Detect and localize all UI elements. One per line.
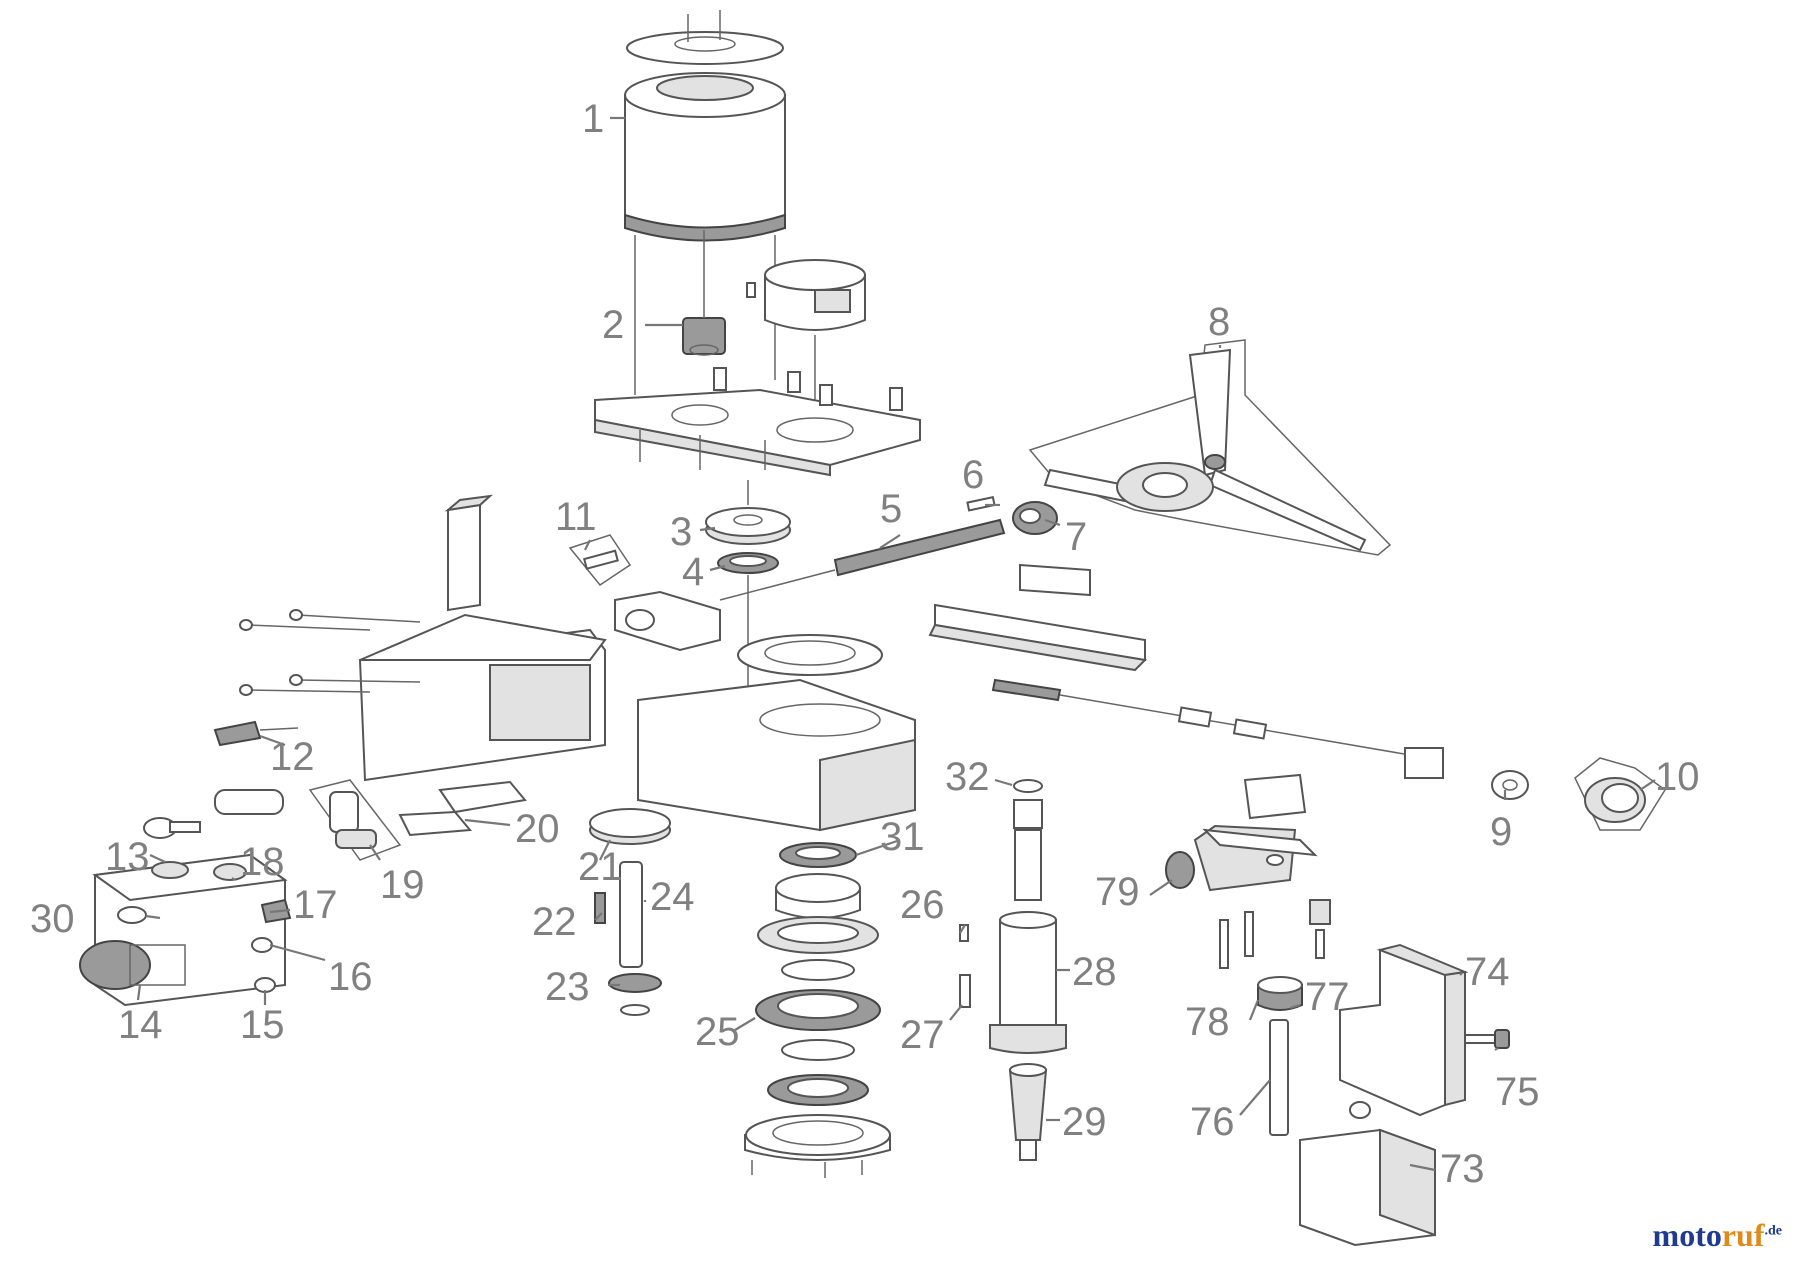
- shaft-5: [719, 518, 1006, 601]
- collar-78: [1257, 976, 1303, 1011]
- callout-74: 74: [1465, 950, 1510, 994]
- watermark-part-3: .de: [1764, 1223, 1783, 1239]
- gear-23: [608, 973, 662, 1016]
- callout-8: 8: [1208, 300, 1230, 344]
- callout-11: 11: [555, 495, 597, 539]
- callout-25: 25: [695, 1010, 740, 1054]
- callout-14: 14: [118, 1003, 163, 1047]
- callout-77: 77: [1305, 975, 1350, 1019]
- watermark-part-1: moto: [1652, 1217, 1722, 1253]
- callout-7: 7: [1065, 515, 1087, 559]
- callout-16: 16: [328, 955, 373, 999]
- callout-1: 1: [582, 97, 604, 141]
- callout-10: 10: [1655, 755, 1700, 799]
- control-box: [79, 853, 292, 1007]
- shaft-76: [1269, 1019, 1289, 1136]
- callout-31: 31: [880, 815, 925, 859]
- callout-32: 32: [945, 755, 990, 799]
- sleeve-24: [619, 861, 643, 968]
- rail-assembly: [928, 603, 1444, 779]
- callout-73: 73: [1440, 1147, 1485, 1191]
- callout-29: 29: [1062, 1100, 1107, 1144]
- callout-labels: 1 2 3 4 5 6 7 8 9 10 11 12 13 14 15 16 1…: [30, 97, 1700, 1191]
- callout-28: 28: [1072, 950, 1117, 994]
- callout-3: 3: [670, 510, 692, 554]
- switch-assembly: [1165, 773, 1331, 969]
- key-6: [966, 495, 996, 512]
- callout-20: 20: [515, 807, 560, 851]
- cam-20: [398, 780, 527, 837]
- callout-13: 13: [105, 835, 150, 879]
- callout-19: 19: [380, 863, 425, 907]
- callout-76: 76: [1190, 1100, 1235, 1144]
- gear-7: [1012, 501, 1058, 535]
- cover-73: [1299, 1128, 1436, 1247]
- column-bar: [444, 494, 494, 612]
- callout-23: 23: [545, 965, 590, 1009]
- callout-21: 21: [578, 845, 623, 889]
- head-housing: [239, 609, 607, 782]
- knob-10: [1574, 757, 1667, 831]
- gear-3: [705, 480, 791, 545]
- small-gear-2: [682, 230, 756, 356]
- pin-22: [594, 892, 606, 924]
- callout-9: 9: [1490, 810, 1512, 854]
- clamp-11: [568, 534, 632, 587]
- leader-lines: [136, 116, 1656, 1172]
- callout-18: 18: [240, 840, 285, 884]
- callout-6: 6: [962, 453, 984, 497]
- callout-27: 27: [900, 1013, 945, 1057]
- gear-21: [589, 808, 671, 845]
- callout-12: 12: [270, 735, 315, 779]
- cylindrical-cap: [764, 259, 866, 460]
- callout-15: 15: [240, 1003, 285, 1047]
- motor-assembly: [624, 10, 786, 395]
- callout-26: 26: [900, 883, 945, 927]
- bearing-4: [717, 552, 779, 720]
- watermark-part-2: ruf: [1721, 1217, 1765, 1253]
- bracket-74: [1339, 943, 1469, 1119]
- spindle-parts: [959, 779, 1067, 1161]
- screw-75: [1464, 1029, 1510, 1049]
- callout-2: 2: [602, 303, 624, 347]
- callout-17: 17: [293, 883, 338, 927]
- star-handle-8: [1028, 339, 1392, 556]
- washer-9: [1491, 770, 1529, 800]
- callout-78: 78: [1185, 1000, 1230, 1044]
- callout-22: 22: [532, 900, 577, 944]
- callout-79: 79: [1095, 870, 1140, 914]
- label-plate: [1019, 563, 1091, 597]
- bearing-stack: [744, 842, 891, 1178]
- callout-30: 30: [30, 897, 75, 941]
- callout-75: 75: [1495, 1070, 1540, 1114]
- main-housing: [614, 590, 916, 832]
- watermark-logo: motoruf.de: [1653, 1217, 1782, 1254]
- callout-4: 4: [682, 550, 704, 594]
- callout-5: 5: [880, 487, 902, 531]
- callout-24: 24: [650, 875, 695, 919]
- top-plate: [594, 367, 921, 477]
- handle-19: [308, 779, 402, 861]
- spring-pin: [143, 789, 284, 839]
- lever-12: [213, 720, 299, 747]
